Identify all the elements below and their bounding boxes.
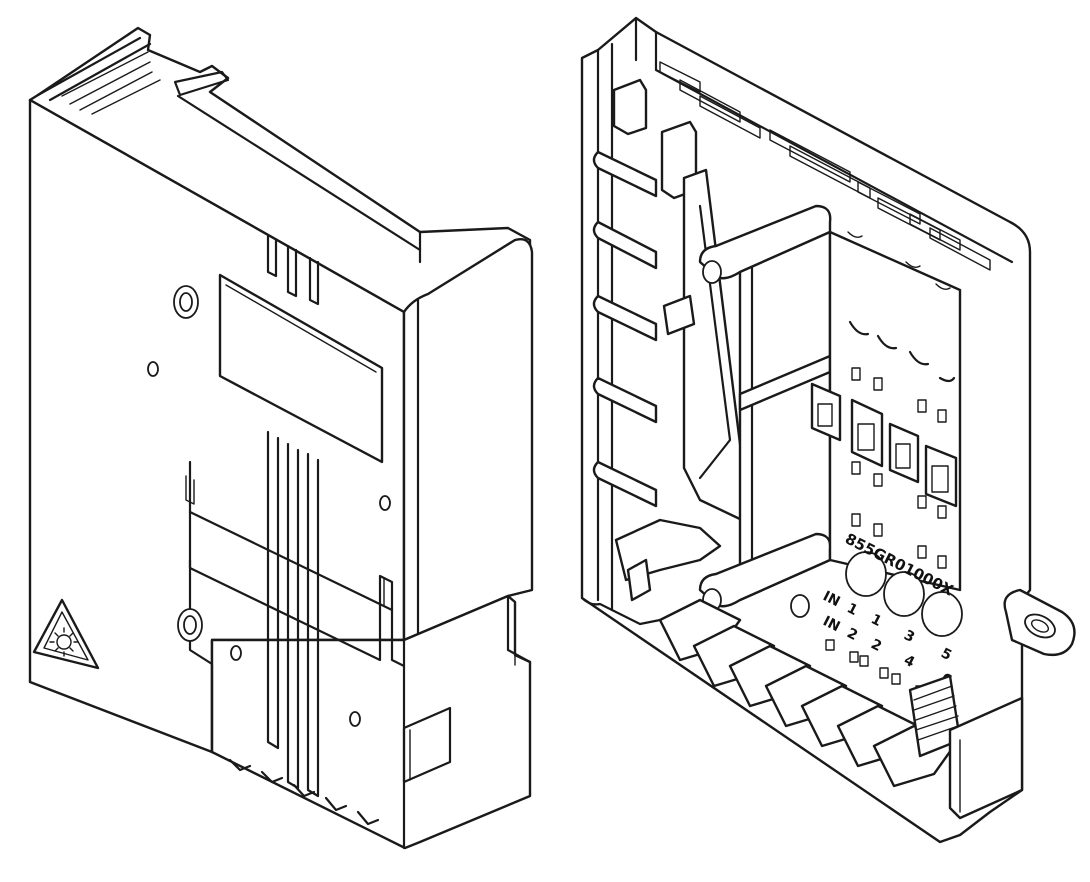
base-mount-ear <box>1003 588 1076 657</box>
cover-label-window <box>218 273 384 464</box>
laser-warning-icon <box>32 598 100 670</box>
open-base: 855GR01000X IN 1 IN 2 1 2 3 4 5 6 <box>580 16 1076 844</box>
base-back-plate <box>828 230 962 592</box>
cover-upper-ribs <box>266 234 320 306</box>
base-side-pegs <box>592 150 658 508</box>
cover-screw-holes <box>147 285 391 727</box>
base-latch-housing <box>948 696 1024 820</box>
base-arc-slots <box>847 231 956 383</box>
base-top-slots <box>659 61 991 271</box>
base-square-holes <box>851 367 947 569</box>
base-upper-clip <box>612 78 648 136</box>
cover-lower-ribs <box>266 430 320 798</box>
base-holder-post-top <box>698 204 832 280</box>
cover-side-face <box>402 238 534 642</box>
base-round-openings <box>845 551 963 637</box>
cover-latch-tab <box>402 706 452 784</box>
front-cover <box>28 26 534 850</box>
terminal-in1-prefix: IN <box>820 588 842 610</box>
base-terminal-sockets <box>810 382 958 508</box>
terminal-in2-prefix: IN <box>820 613 842 635</box>
